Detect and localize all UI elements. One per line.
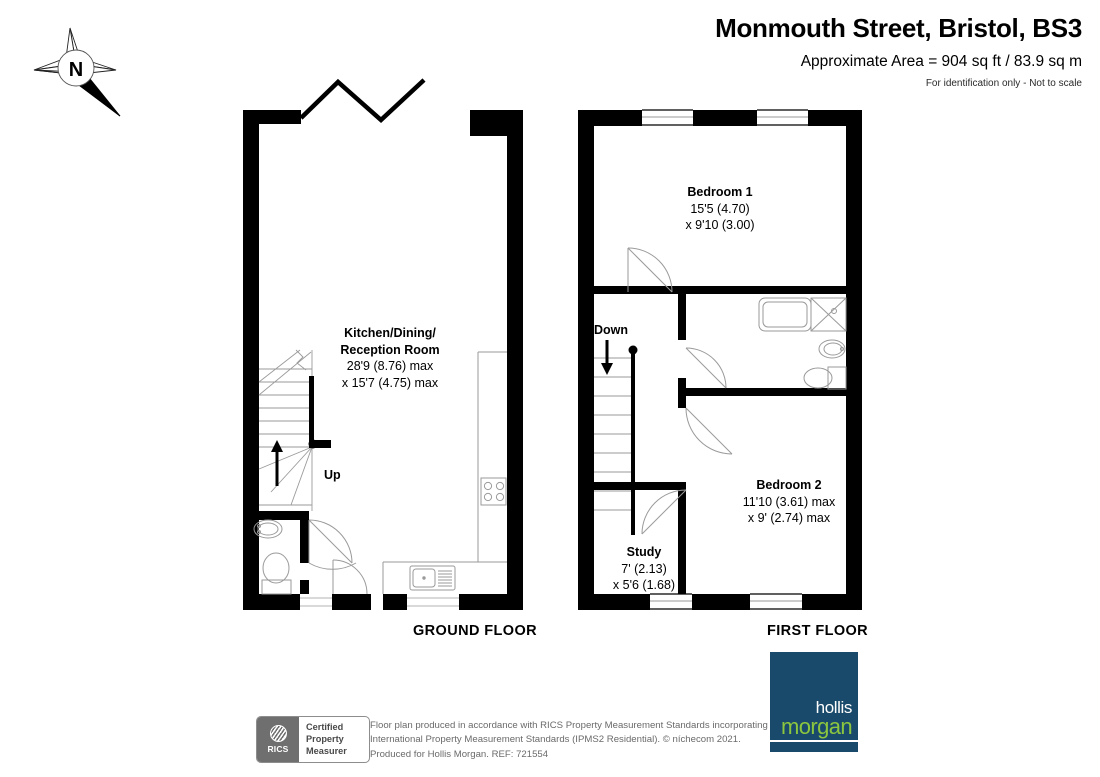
stair-direction-down: Down <box>594 323 629 337</box>
floor-title-ground: GROUND FLOOR <box>413 623 538 639</box>
rics-line-2: Property <box>306 734 344 745</box>
approximate-area: Approximate Area = 904 sq ft / 83.9 sq m <box>800 52 1082 70</box>
logo-text-morgan: morgan <box>781 714 853 739</box>
rics-logo-icon: RICS <box>257 717 299 762</box>
room-label-kitchen: Kitchen/Dining/ Reception Room 28'9 (8.7… <box>302 325 478 391</box>
identification-note: For identification only - Not to scale <box>925 77 1082 89</box>
disclaimer-text: Floor plan produced in accordance with R… <box>370 719 768 762</box>
room-name-line2: Reception Room <box>340 342 440 357</box>
rics-wordmark: RICS <box>267 744 289 754</box>
room-dimension-2: x 5'6 (1.68) <box>612 578 676 592</box>
rics-certified-badge: RICS Certified Property Measurer <box>256 716 370 763</box>
rics-badge-text: Certified Property Measurer <box>299 717 369 762</box>
hollis-morgan-logo: hollis morgan <box>770 652 858 752</box>
svg-text:N: N <box>69 59 83 81</box>
room-dimension-1: 15'5 (4.70) <box>690 201 750 216</box>
stair-direction-up: Up <box>324 468 341 482</box>
room-label-study: Study 7' (2.13) x 5'6 (1.68) <box>590 544 698 594</box>
header: Monmouth Street, Bristol, BS3 Approximat… <box>715 14 1082 89</box>
room-dimension-1: 28'9 (8.76) max <box>346 359 434 373</box>
rics-emblem-icon <box>269 725 287 742</box>
room-name: Bedroom 1 <box>687 185 753 199</box>
disclaimer-line-3: Produced for Hollis Morgan. REF: 721554 <box>370 748 549 760</box>
room-name: Study <box>626 545 662 559</box>
room-dimension-2: x 9' (2.74) max <box>747 511 831 525</box>
logo-text-hollis: hollis <box>815 698 853 717</box>
room-dimension-1: 11'10 (3.61) max <box>742 494 836 509</box>
page-title: Monmouth Street, Bristol, BS3 <box>715 13 1082 43</box>
room-label-bedroom-1: Bedroom 1 15'5 (4.70) x 9'10 (3.00) <box>648 184 792 234</box>
room-dimension-1: 7' (2.13) <box>621 561 667 576</box>
room-dimension-2: x 15'7 (4.75) max <box>341 375 439 390</box>
rics-line-3: Measurer <box>306 746 347 757</box>
room-name: Bedroom 2 <box>756 478 822 492</box>
compass-rose-icon: N <box>33 27 121 117</box>
logo-divider <box>770 740 858 742</box>
rics-line-1: Certified <box>306 722 344 732</box>
room-dimension-2: x 9'10 (3.00) <box>685 218 755 232</box>
room-label-bedroom-2: Bedroom 2 11'10 (3.61) max x 9' (2.74) m… <box>712 477 866 527</box>
disclaimer-line-1: Floor plan produced in accordance with R… <box>370 720 768 731</box>
floor-title-first: FIRST FLOOR <box>767 623 869 639</box>
disclaimer-line-2: International Property Measurement Stand… <box>370 734 741 746</box>
room-name: Kitchen/Dining/ <box>344 326 436 340</box>
